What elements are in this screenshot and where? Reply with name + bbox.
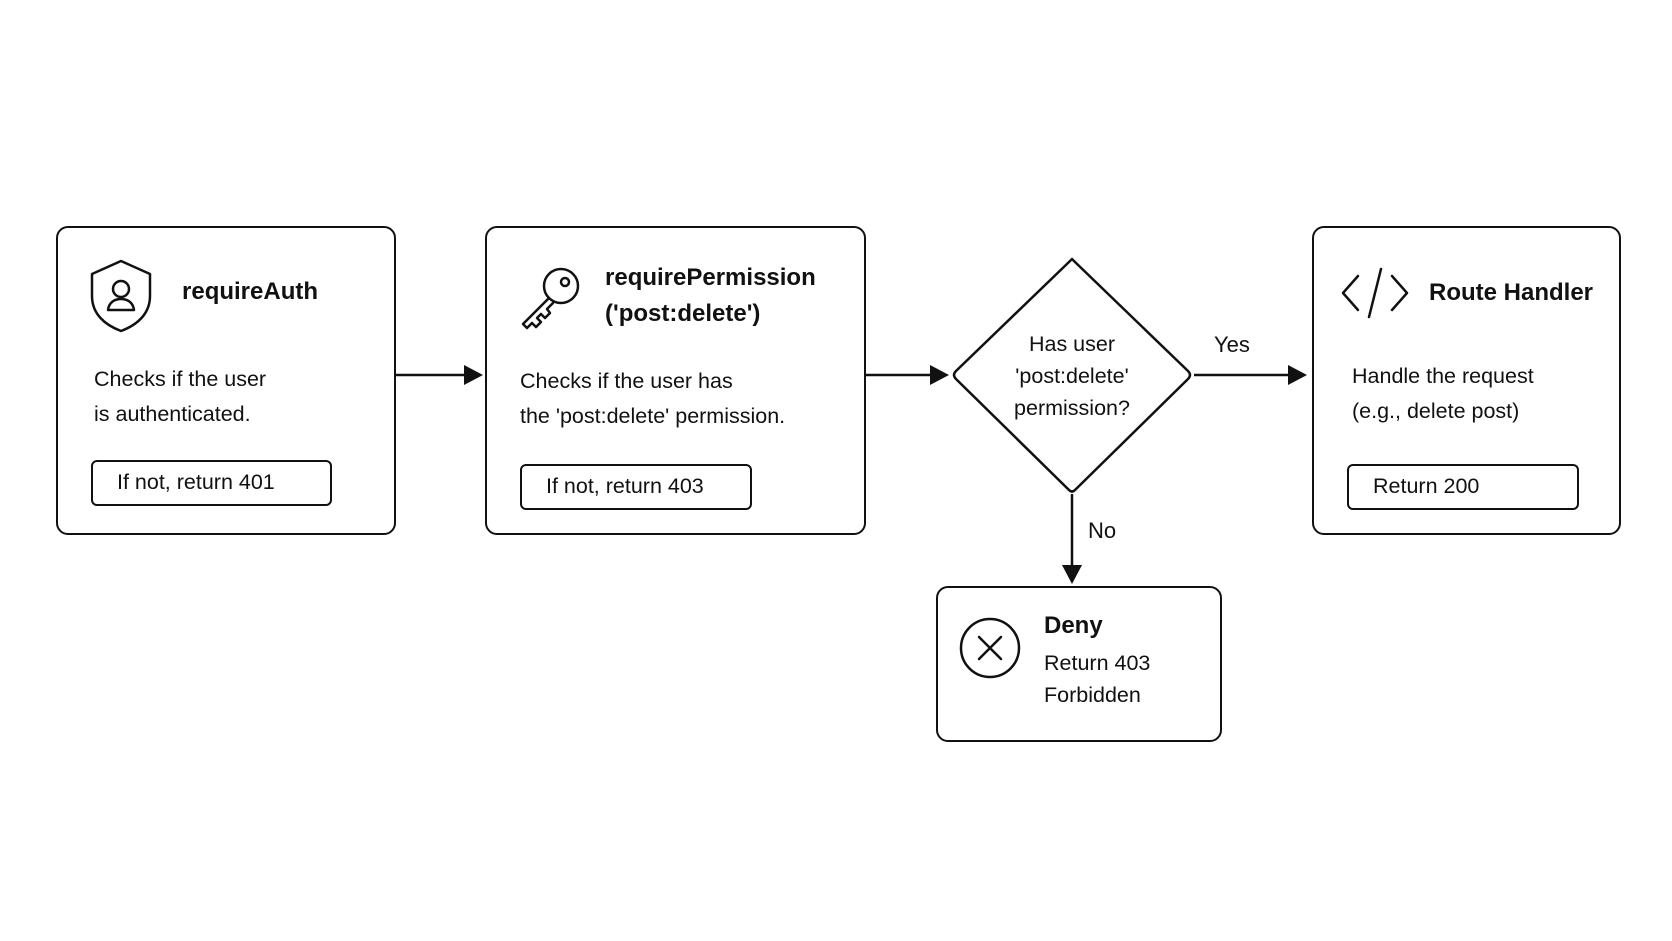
deny-desc-line: Forbidden [1044, 683, 1141, 707]
x-circle-icon [959, 617, 1021, 679]
decision-line: 'post:delete' [1015, 364, 1129, 388]
require-permission-title: requirePermission ('post:delete') [605, 260, 816, 332]
route-handler-description: Handle the request (e.g., delete post) [1352, 359, 1534, 429]
decision-diamond [952, 257, 1192, 493]
no-label: No [1088, 518, 1117, 543]
deny-description: Return 403 Forbidden [1044, 647, 1150, 711]
require-permission-result-badge: If not, return 403 [520, 464, 752, 510]
require-permission-desc-line: Checks if the user has [520, 369, 733, 393]
code-brackets-icon [1341, 267, 1409, 319]
shield-user-icon [90, 259, 152, 333]
route-handler-title: Route Handler [1429, 279, 1594, 306]
arrowhead-auth-to-permission [464, 365, 483, 385]
route-handler-card: Route Handler Handle the request (e.g., … [1312, 226, 1621, 535]
key-icon [521, 267, 580, 330]
require-auth-title: requireAuth [182, 278, 319, 305]
route-handler-desc-line: Handle the request [1352, 364, 1534, 388]
require-auth-desc-line: Checks if the user [94, 367, 267, 391]
require-permission-card: requirePermission ('post:delete') Checks… [485, 226, 866, 535]
route-handler-result-badge: Return 200 [1347, 464, 1579, 510]
decision-line: permission? [1014, 396, 1130, 420]
require-auth-card: requireAuth Checks if the user is authen… [56, 226, 396, 535]
arrowhead-decision-to-deny [1062, 565, 1082, 584]
deny-desc-line: Return 403 [1044, 651, 1151, 675]
require-auth-result-badge: If not, return 401 [91, 460, 332, 506]
yes-label: Yes [1214, 332, 1250, 357]
arrowhead-decision-to-handler [1288, 365, 1307, 385]
require-permission-title-line: requirePermission [605, 264, 816, 291]
require-auth-description: Checks if the user is authenticated. [94, 362, 266, 432]
route-handler-desc-line: (e.g., delete post) [1352, 399, 1520, 423]
arrowhead-permission-to-decision [930, 365, 949, 385]
deny-title: Deny [1044, 612, 1103, 639]
decision-question: Has user 'post:delete' permission? [962, 328, 1182, 424]
require-auth-desc-line: is authenticated. [94, 402, 251, 426]
require-permission-desc-line: the 'post:delete' permission. [520, 404, 786, 428]
deny-card: Deny Return 403 Forbidden [936, 586, 1222, 742]
require-permission-title-line: ('post:delete') [605, 300, 761, 327]
require-permission-description: Checks if the user has the 'post:delete'… [520, 364, 785, 434]
decision-line: Has user [1028, 332, 1116, 356]
